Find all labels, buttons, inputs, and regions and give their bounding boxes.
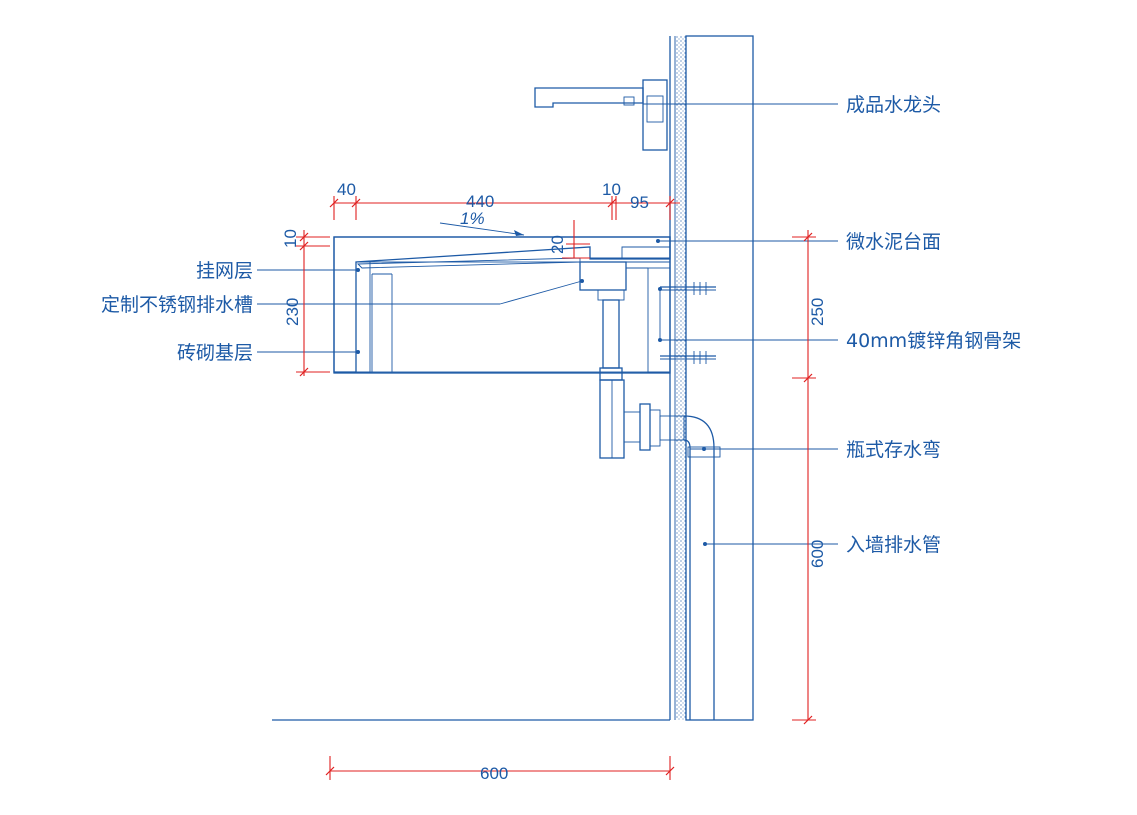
dim-top-440: 440 <box>466 192 494 211</box>
label-mesh-layer: 挂网层 <box>196 260 253 282</box>
dim-top-95: 95 <box>630 193 649 212</box>
label-drain-pipe: 入墙排水管 <box>846 534 941 556</box>
countertop-section <box>333 236 671 374</box>
dim-left-230: 230 <box>283 298 302 326</box>
slope-label: 1% <box>460 209 485 228</box>
dim-left-10: 10 <box>281 229 300 248</box>
leaders-left <box>257 268 584 354</box>
label-brick-base: 砖砌基层 <box>177 342 253 364</box>
label-drain-trough: 定制不锈钢排水槽 <box>101 294 253 316</box>
dim-bottom-600: 600 <box>480 764 508 783</box>
anchor-bolts <box>660 282 716 364</box>
dim-right-250: 250 <box>808 298 827 326</box>
label-frame: 40mm镀锌角钢骨架 <box>846 330 1021 352</box>
label-faucet: 成品水龙头 <box>846 94 941 116</box>
drain-trap <box>597 289 721 720</box>
dim-drop-20: 20 <box>548 235 567 254</box>
faucet-drawing <box>534 79 668 151</box>
dim-top-10: 10 <box>602 180 621 199</box>
label-trap: 瓶式存水弯 <box>846 439 941 461</box>
dimension-lines <box>296 196 816 780</box>
dim-top-40: 40 <box>337 180 356 199</box>
wall <box>669 35 754 721</box>
label-countertop: 微水泥台面 <box>846 231 941 253</box>
dim-right-600: 600 <box>808 540 827 568</box>
